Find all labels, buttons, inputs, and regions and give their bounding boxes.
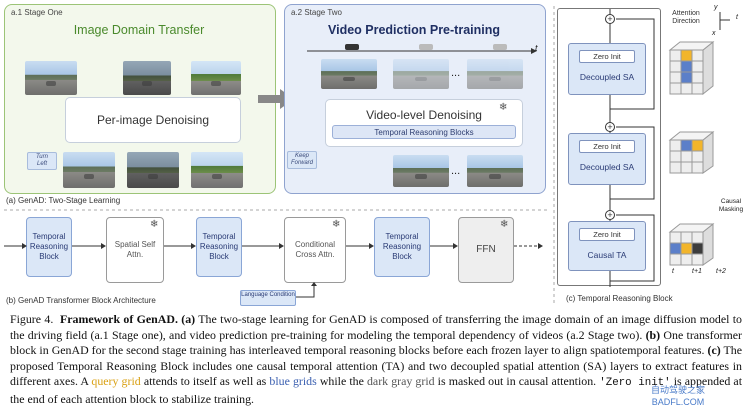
temporal-reasoning-block-1: Temporal Reasoning Block — [26, 217, 72, 277]
car-icon-faded — [493, 44, 507, 50]
time-tick-t: t — [672, 268, 674, 275]
part-b-marker: (b) — [645, 327, 661, 342]
caption-text-f: is masked out in causal attention. — [434, 374, 600, 388]
blue-grids-term: blue grids — [269, 374, 317, 388]
noisy-frame-2 — [467, 59, 523, 89]
unit-label: Decoupled SA — [579, 162, 635, 172]
caption-text-c: The proposed Temporal Reasoning Block in… — [10, 343, 742, 388]
context-frame — [321, 59, 377, 89]
condition-arrow — [296, 282, 317, 298]
ffn-block: FFN — [458, 217, 514, 283]
caption-text-b: One transformer block in GenAD for the s… — [10, 327, 742, 358]
car-icon — [345, 44, 359, 50]
decoupled-sa-unit-1: Zero Init Decoupled SA — [568, 43, 646, 95]
stage-two-title: Video Prediction Pre-training — [327, 23, 501, 37]
dark-gray-grid-term: dark gray grid — [366, 374, 435, 388]
time-axis-label: t — [535, 43, 538, 53]
block-flow-arrows — [4, 243, 543, 249]
axis-y-label: y — [714, 4, 718, 11]
keep-forward-note: Keep Forward — [287, 151, 317, 169]
figure-caption: Figure 4. Framework of GenAD. (a) The tw… — [10, 312, 742, 407]
turn-left-note: Turn Left — [27, 152, 57, 170]
temporal-reasoning-block-diagram: + + + Zero Init Decoupled SA Zero Init D… — [557, 8, 661, 287]
input-frame-1 — [25, 61, 77, 95]
stage-one-title: Image Domain Transfer — [73, 23, 205, 37]
conditional-cross-attn-block: Conditional Cross Attn. — [284, 217, 346, 283]
spatial-self-attn-block: Spatial Self Attn. — [106, 217, 164, 283]
time-tick-t2: t+2 — [716, 268, 726, 275]
temporal-reasoning-block-3: Temporal Reasoning Block — [374, 217, 430, 277]
time-tick-t1: t+1 — [692, 268, 702, 275]
input-frame-3 — [191, 61, 241, 95]
caption-text-a: The two-stage learning for GenAD is comp… — [10, 312, 743, 342]
grid-spatial-2 — [668, 130, 715, 174]
video-level-denoising-label: Video-level Denoising — [366, 108, 482, 122]
frozen-snowflake-icon: ❄ — [499, 102, 508, 113]
unit-label: Decoupled SA — [579, 72, 635, 82]
grid-spatial-1 — [668, 40, 715, 96]
query-grid-term: query grid — [91, 374, 141, 388]
spatial-frozen-snowflake-icon: ❄ — [150, 219, 159, 230]
zero-init-term: 'Zero init' — [599, 377, 671, 389]
stage-one-tag: a.1 Stage One — [11, 8, 63, 17]
unit-label: Causal TA — [587, 250, 627, 260]
output-frame-3 — [191, 152, 243, 188]
per-image-denoising-label: Per-image Denoising — [96, 113, 210, 127]
subfig-c-label: (c) Temporal Reasoning Block — [566, 294, 673, 303]
axis-x-label: x — [712, 30, 716, 37]
frames-ellipsis: ... — [451, 67, 461, 79]
subfig-b-label: (b) GenAD Transformer Block Architecture — [6, 296, 156, 305]
temporal-reasoning-blocks-bar: Temporal Reasoning Blocks — [332, 125, 516, 139]
residual-add-icon: + — [605, 14, 615, 24]
per-image-denoising-panel: Per-image Denoising — [65, 97, 241, 143]
axis-icon — [719, 12, 730, 30]
stage-two-panel: a.2 Stage Two Video Prediction Pre-train… — [284, 4, 546, 194]
input-frame-2 — [123, 61, 171, 95]
car-icon-faded — [419, 44, 433, 50]
causal-ta-unit: Zero Init Causal TA — [568, 221, 646, 271]
predicted-frame-1 — [393, 155, 449, 187]
attention-grids — [668, 40, 715, 266]
stage-two-tag: a.2 Stage Two — [291, 8, 342, 17]
figure-number: Figure 4. — [10, 312, 54, 326]
causal-masking-label: Causal Masking — [718, 198, 744, 213]
section-divider — [4, 209, 549, 211]
caption-text-e: while the — [316, 374, 367, 388]
video-level-denoising-panel: Video-level Denoising Temporal Reasoning… — [325, 99, 523, 147]
temporal-reasoning-block-2: Temporal Reasoning Block — [196, 217, 242, 277]
subfig-a-label: (a) GenAD: Two-Stage Learning — [6, 196, 121, 205]
ffn-frozen-snowflake-icon: ❄ — [500, 219, 509, 230]
part-a-marker: (a) — [181, 312, 196, 326]
figure-title: Framework of GenAD. — [59, 312, 178, 326]
stage-one-panel: a.1 Stage One Image Domain Transfer Per-… — [4, 4, 276, 194]
zero-init-tag: Zero Init — [579, 228, 635, 241]
time-axis — [307, 44, 537, 54]
axis-t-label: t — [736, 14, 738, 21]
predicted-frame-2 — [467, 155, 523, 187]
output-frame-2 — [127, 152, 179, 188]
noisy-frame-1 — [393, 59, 449, 89]
part-c-marker: (c) — [707, 343, 721, 357]
caption-text-d: attends to itself as well as — [140, 374, 270, 388]
output-frame-1 — [63, 152, 115, 188]
vertical-divider — [553, 6, 555, 306]
zero-init-tag: Zero Init — [579, 140, 635, 153]
frames-ellipsis-bottom: ... — [451, 165, 461, 177]
caption-text-g: is appended at the end of each attention… — [10, 374, 742, 406]
attention-direction-label: Attention Direction — [672, 10, 700, 25]
language-condition-box: Language Condition — [240, 290, 296, 306]
cross-attn-frozen-snowflake-icon: ❄ — [332, 219, 341, 230]
residual-add-icon: + — [605, 210, 615, 220]
zero-init-tag: Zero Init — [579, 50, 635, 63]
grid-causal — [668, 222, 715, 266]
residual-add-icon: + — [605, 122, 615, 132]
watermark: 自动驾驶之家 BADFL.COM — [650, 385, 705, 407]
decoupled-sa-unit-2: Zero Init Decoupled SA — [568, 133, 646, 185]
